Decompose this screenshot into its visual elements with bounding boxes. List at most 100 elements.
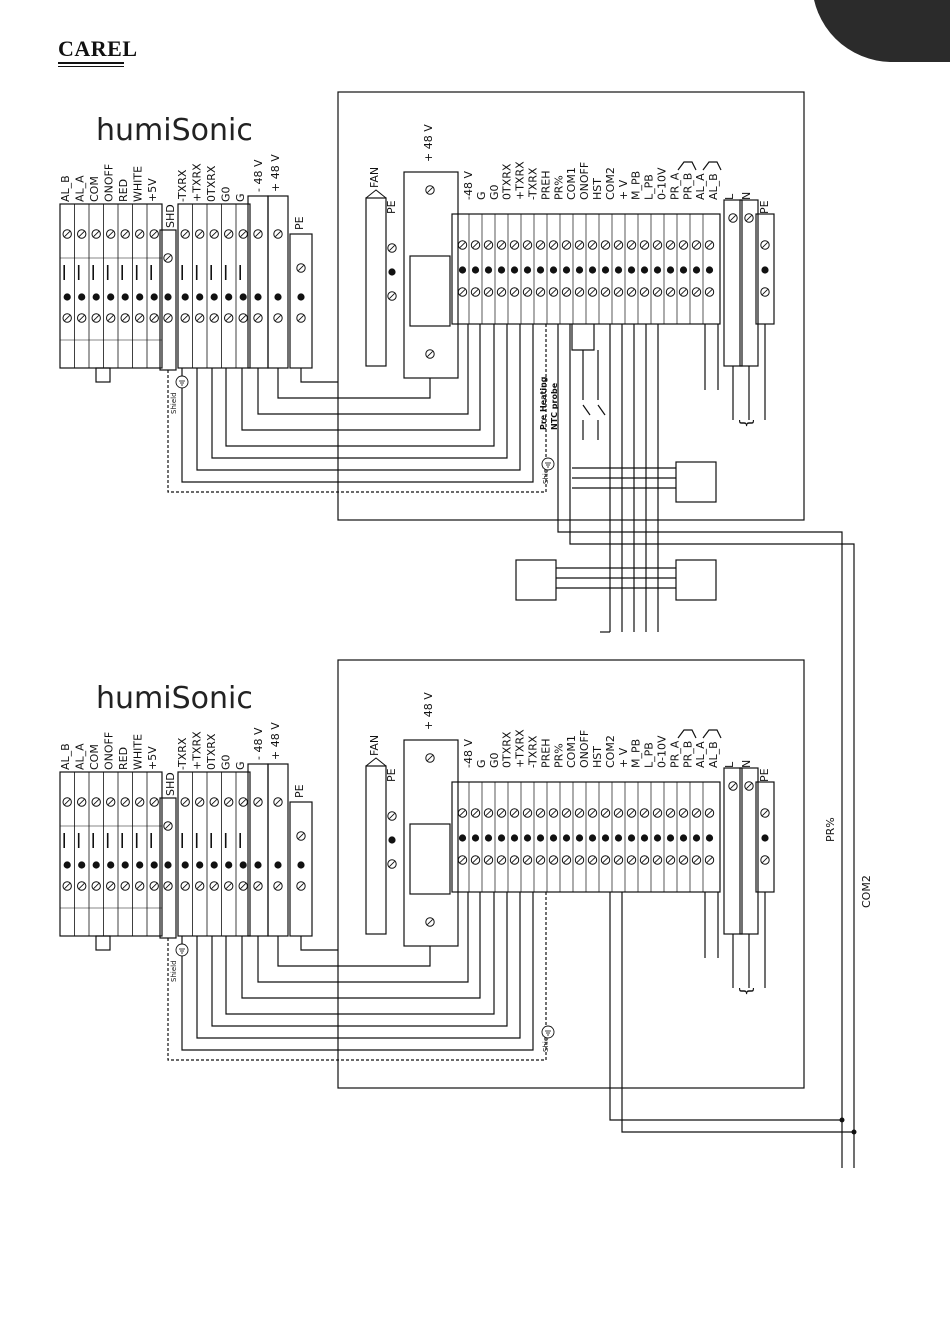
left-terminal-label: COM xyxy=(88,744,101,770)
screw-slot xyxy=(589,289,596,295)
screw-slot xyxy=(389,861,395,867)
terminal-contact-dot xyxy=(761,834,769,842)
screw-slot xyxy=(602,289,609,295)
screw-slot xyxy=(165,255,171,261)
screw-slot xyxy=(136,883,143,889)
left-terminal-block xyxy=(59,203,163,369)
screw-slot xyxy=(680,242,687,248)
relay-contact-icon xyxy=(677,729,697,739)
screw-slot xyxy=(78,315,85,321)
signal-wire xyxy=(241,324,481,431)
screw-slot xyxy=(693,289,700,295)
screw-slot xyxy=(615,242,622,248)
signal-wire xyxy=(196,892,521,1039)
terminal-contact-dot xyxy=(164,293,172,301)
screw-slot xyxy=(762,810,768,816)
screw-slot xyxy=(427,755,433,761)
screw-slot xyxy=(255,883,261,889)
screw-slot xyxy=(730,215,736,221)
screw-slot xyxy=(196,231,203,237)
board-pe-right-label: PE xyxy=(758,200,771,214)
screw-slot xyxy=(472,857,479,863)
screw-slot xyxy=(576,857,583,863)
screw-slot xyxy=(706,810,713,816)
terminal-contact-dot xyxy=(549,266,558,274)
board-terminal-label: PR% xyxy=(552,175,565,200)
pr-percent-wire-unit2 xyxy=(609,892,842,1121)
screw-slot xyxy=(602,857,609,863)
pe-label: PE xyxy=(293,784,306,798)
junction-dot xyxy=(851,1129,857,1135)
terminal-contact-dot xyxy=(471,834,480,842)
terminal-contact-dot xyxy=(705,266,714,274)
screw-slot xyxy=(165,883,171,889)
terminal-contact-dot xyxy=(562,834,571,842)
screw-slot xyxy=(680,289,687,295)
terminal-contact-dot xyxy=(210,293,218,301)
signal-wire xyxy=(257,892,469,983)
screw-slot xyxy=(165,315,171,321)
board-terminal-label: + V xyxy=(617,747,630,768)
board-terminal-label: G0 xyxy=(488,752,501,768)
terminal-contact-dot xyxy=(136,861,144,869)
screw-slot xyxy=(78,883,85,889)
pe-terminal xyxy=(289,801,313,937)
screw-slot xyxy=(628,289,635,295)
shield-board-label: Shield xyxy=(542,1030,550,1052)
board-terminal-label: AL_A xyxy=(694,173,707,200)
screw-slot xyxy=(136,231,143,237)
screw-slot xyxy=(602,810,609,816)
fuse-icon xyxy=(403,739,459,947)
relay-contact-icon xyxy=(582,404,591,416)
board-terminal-label: -TXRX xyxy=(527,735,540,768)
terminal-contact-dot xyxy=(196,293,204,301)
board-pe-right-label: PE xyxy=(758,768,771,782)
screw-slot xyxy=(427,919,433,925)
terminal-contact-dot xyxy=(536,834,545,842)
terminal-contact-dot xyxy=(575,834,584,842)
screw-slot xyxy=(762,857,768,863)
terminal-contact-dot xyxy=(150,861,158,869)
terminal-contact-dot xyxy=(388,268,396,276)
pe-terminal xyxy=(289,233,313,369)
controller-board-frame xyxy=(337,659,805,1089)
board-terminal-label: PR_A xyxy=(668,172,681,200)
screw-slot xyxy=(255,315,261,321)
screw-slot xyxy=(524,810,531,816)
power-terminal-minus xyxy=(247,763,269,937)
shd-label: SHD xyxy=(164,204,177,228)
terminal-contact-dot xyxy=(471,266,480,274)
terminal-contact-dot xyxy=(666,266,675,274)
screw-slot xyxy=(225,231,232,237)
terminal-contact-dot xyxy=(614,266,623,274)
left-terminal-label: AL_B xyxy=(59,743,72,770)
screw-slot xyxy=(459,242,466,248)
screw-slot xyxy=(667,242,674,248)
terminal-contact-dot xyxy=(653,834,662,842)
left-terminal-label: AL_A xyxy=(74,175,87,202)
relay-contact-icon xyxy=(702,729,722,739)
screw-slot xyxy=(122,315,129,321)
screw-slot xyxy=(706,857,713,863)
screw-slot xyxy=(472,242,479,248)
terminal-contact-dot xyxy=(640,834,649,842)
shield-label: Shield xyxy=(170,960,178,982)
shield-label: Shield xyxy=(170,392,178,414)
screw-slot xyxy=(615,289,622,295)
brand-logo: CAREL xyxy=(58,36,138,61)
screw-slot xyxy=(576,242,583,248)
board-terminal-label: L xyxy=(723,761,736,768)
screw-slot xyxy=(667,810,674,816)
terminal-contact-dot xyxy=(484,266,493,274)
terminal-contact-dot xyxy=(388,836,396,844)
screw-slot xyxy=(196,315,203,321)
ground-icon xyxy=(175,375,189,389)
shield-wire xyxy=(167,892,547,1061)
shield-board-label: Shield xyxy=(542,462,550,484)
left-terminal-label: AL_A xyxy=(74,743,87,770)
screw-slot xyxy=(628,857,635,863)
terminal-N xyxy=(739,199,759,367)
board-terminal-label: 0-10V xyxy=(656,735,669,768)
com2-wire-unit2 xyxy=(621,892,854,1133)
